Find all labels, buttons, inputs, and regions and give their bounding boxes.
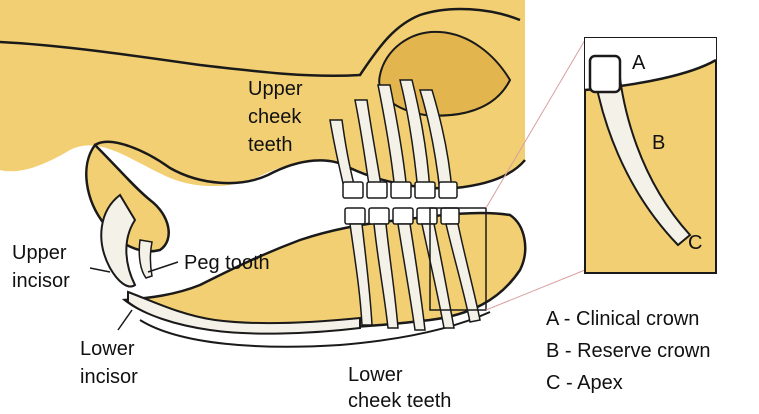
peg-tooth-shape — [139, 240, 152, 278]
inset-crown — [590, 56, 620, 92]
peg-tooth-pointer — [148, 262, 178, 272]
upper-crowns — [343, 182, 457, 198]
inset-label-b: B — [652, 132, 665, 155]
label-lower-incisor-1: Lower — [80, 338, 134, 361]
label-peg-tooth: Peg tooth — [184, 252, 270, 275]
key-item-reserve-crown: B - Reserve crown — [546, 340, 711, 363]
label-upper-cheek-teeth-3: teeth — [248, 134, 292, 157]
label-lower-cheek-teeth-2: cheek teeth — [348, 390, 451, 413]
lower-crowns — [345, 208, 459, 224]
lower-incisor-pointer — [118, 310, 132, 330]
inset-label-a: A — [632, 52, 645, 75]
key-item-clinical-crown: A - Clinical crown — [546, 308, 699, 331]
label-upper-incisor-1: Upper — [12, 242, 66, 265]
label-upper-incisor-2: incisor — [12, 270, 70, 293]
key-item-apex: C - Apex — [546, 372, 623, 395]
upper-incisor-pointer — [90, 268, 110, 272]
inset-label-c: C — [688, 232, 702, 255]
label-upper-cheek-teeth-1: Upper — [248, 78, 302, 101]
label-lower-incisor-2: incisor — [80, 366, 138, 389]
label-upper-cheek-teeth-2: cheek — [248, 106, 301, 129]
label-lower-cheek-teeth-1: Lower — [348, 364, 402, 387]
